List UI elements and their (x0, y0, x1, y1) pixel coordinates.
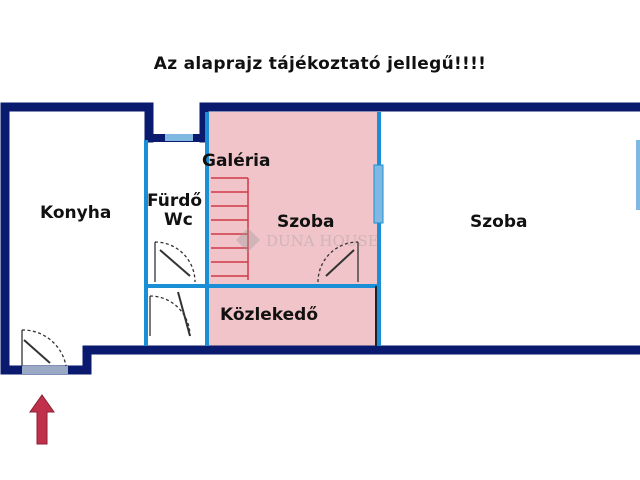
room-label-wc: Wc (164, 210, 193, 230)
room-label-kozlekedo: Közlekedő (220, 305, 318, 325)
kozlekedo-area (209, 286, 377, 346)
window-top (165, 134, 193, 141)
watermark: DUNA HOUSE (236, 228, 379, 252)
up-arrow-icon (29, 394, 55, 445)
plan-disclaimer-title: Az alaprajz tájékoztató jellegű!!!! (153, 54, 487, 74)
house-logo-icon (236, 228, 260, 252)
room-label-galeria: Galéria (202, 151, 270, 171)
room-label-szoba-right: Szoba (470, 212, 527, 232)
entrance-threshold (22, 366, 68, 374)
room-label-furdo: Fürdő (147, 191, 202, 211)
door-swings (21, 241, 359, 367)
window-inner (373, 164, 384, 224)
room-label-szoba-left: Szoba (277, 212, 334, 232)
room-label-konyha: Konyha (40, 203, 111, 223)
partitions (144, 112, 381, 346)
stairs-icon (211, 177, 249, 280)
szoba-left-area (209, 112, 379, 284)
watermark-text: DUNA HOUSE (266, 232, 379, 250)
window-right (636, 140, 640, 210)
